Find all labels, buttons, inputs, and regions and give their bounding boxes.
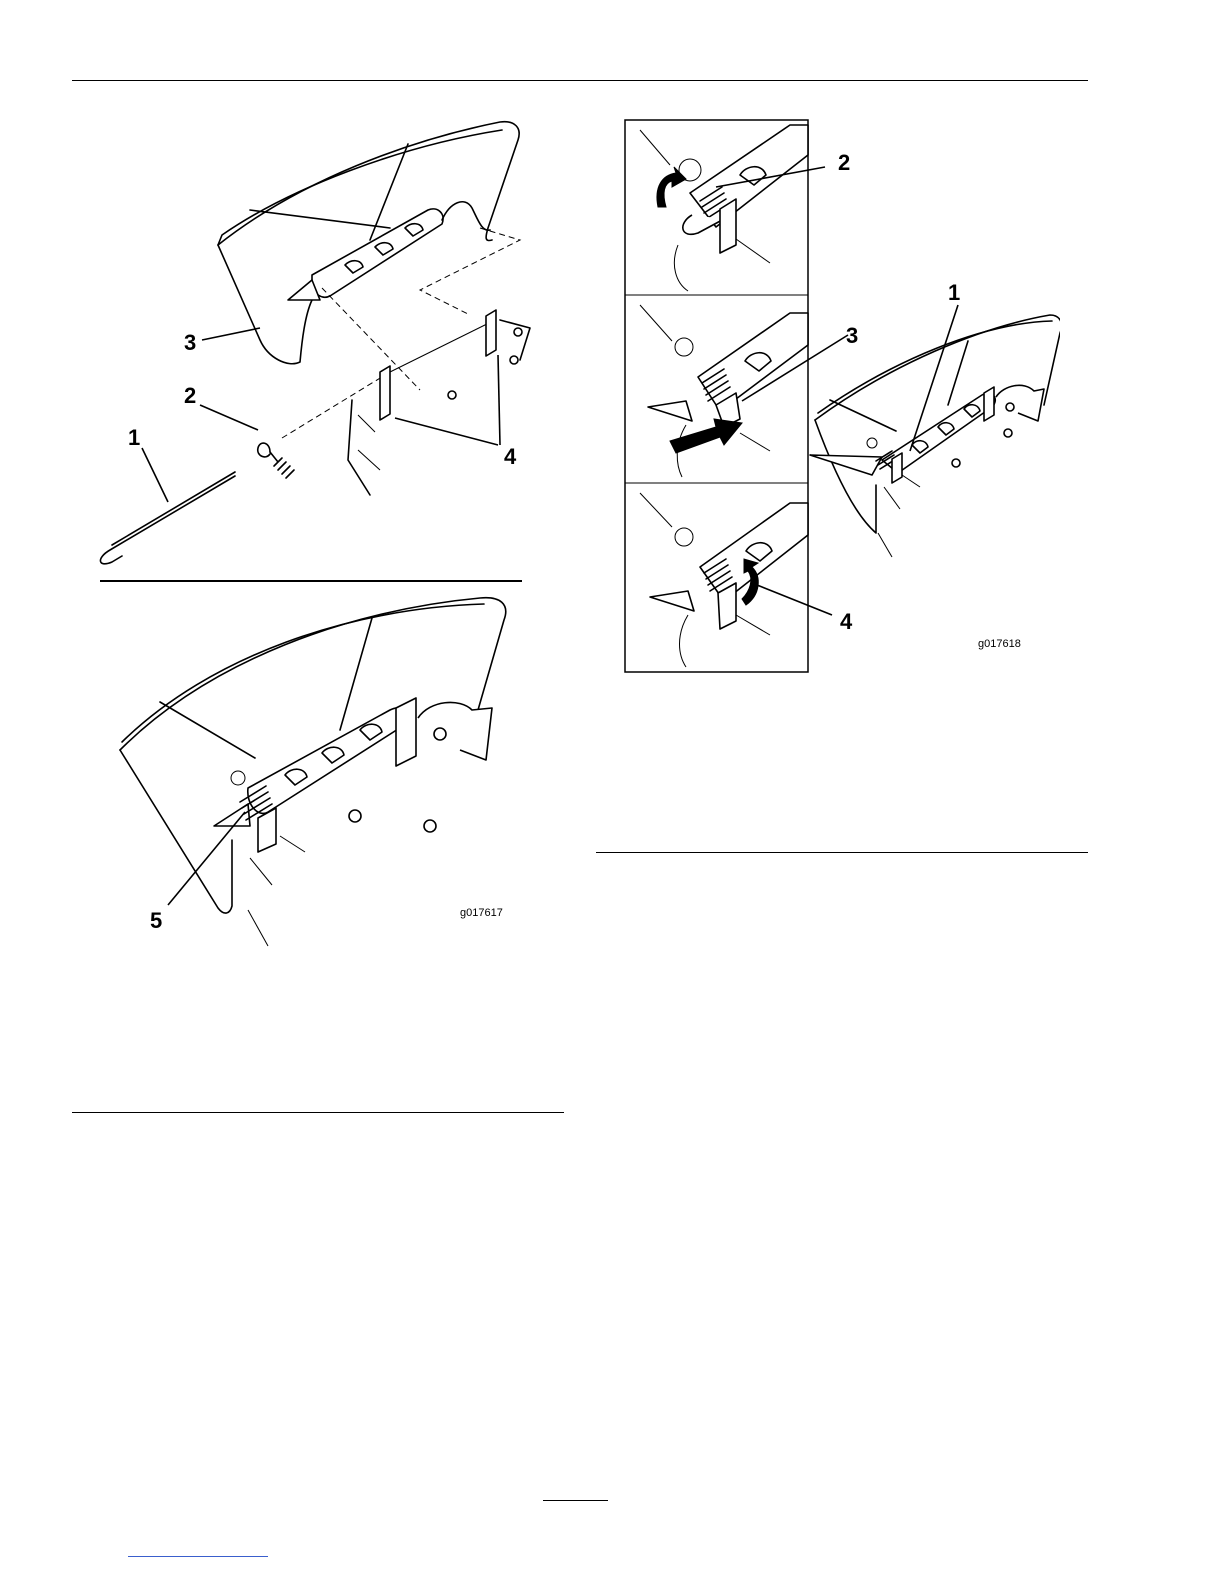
bag-frame-crossbar [830, 400, 896, 431]
figure-separator [100, 580, 522, 582]
leader-1 [142, 448, 168, 502]
hinge-loop [442, 202, 490, 230]
footer-link-underline[interactable] [128, 1556, 268, 1557]
bracket-left [380, 366, 390, 420]
callout-2: 2 [838, 150, 850, 175]
callout-2: 2 [184, 383, 196, 408]
leader-4b [498, 355, 500, 445]
figure-latch-sequence: 2 1 3 4 g017618 [620, 115, 1060, 675]
bag-frame-side [120, 750, 232, 913]
mount-plate-edge [500, 320, 530, 360]
bag-frame-side [218, 245, 312, 364]
deck-line-2 [358, 450, 380, 470]
hinge-rod [100, 476, 235, 564]
hinge-tip [810, 455, 882, 475]
spring-loop [258, 443, 270, 457]
bracket-right [984, 387, 994, 421]
figure-exploded-view: 1 2 3 4 [90, 110, 540, 570]
callout-3: 3 [846, 323, 858, 348]
alignment-line-2 [420, 228, 520, 315]
nut-2 [424, 820, 436, 832]
deck-line-2 [250, 858, 272, 885]
hinge-tube [248, 708, 408, 813]
bag-frame-strut [948, 341, 968, 405]
bag-frame-strut [340, 618, 372, 730]
bag-frame-crossbar [250, 210, 390, 228]
alignment-line-3 [282, 372, 390, 438]
bracket-right [396, 698, 416, 766]
bracket-left [258, 808, 276, 852]
spring-loop [231, 771, 245, 785]
bag-frame-crossbar [160, 702, 255, 758]
right-section-rule [596, 852, 1088, 853]
callout-3: 3 [184, 330, 196, 355]
nut-3 [349, 810, 361, 822]
nut-1 [448, 391, 456, 399]
callout-4: 4 [840, 609, 853, 634]
leader-5 [168, 812, 245, 905]
nut-2 [514, 328, 522, 336]
graphic-id-g017617: g017617 [460, 907, 503, 919]
header-rule [72, 80, 1088, 81]
deck-edge [348, 400, 370, 495]
bag-frame-side [815, 420, 876, 533]
figure-installed-view: 5 g017617 [100, 590, 530, 960]
alignment-line-4 [390, 320, 495, 372]
leader-4a [395, 418, 498, 445]
callout-1: 1 [948, 280, 960, 305]
leader-2 [200, 405, 258, 430]
bracket-left [892, 453, 902, 483]
deck-line-1 [358, 415, 375, 432]
callout-1: 1 [128, 425, 140, 450]
callout-4: 4 [504, 444, 517, 469]
deck-line-1 [280, 836, 305, 852]
nut-3 [510, 356, 518, 364]
bag-frame-inner [218, 130, 502, 245]
spring-coils [270, 452, 294, 478]
discharge-flap [996, 385, 1044, 421]
bracket-right [486, 310, 496, 356]
nut-1 [434, 728, 446, 740]
hinge-rod-edge [112, 472, 235, 545]
page-number-underline [543, 1500, 608, 1501]
left-section-rule [72, 1112, 564, 1113]
alignment-line-1 [322, 288, 420, 390]
leader-3 [202, 328, 260, 340]
main-assembled-view [810, 315, 1060, 557]
bag-frame-outline [218, 122, 519, 245]
deck-line-3 [248, 910, 268, 946]
graphic-id-g017618: g017618 [978, 638, 1021, 650]
callout-5: 5 [150, 908, 162, 933]
discharge-flap [418, 702, 492, 760]
